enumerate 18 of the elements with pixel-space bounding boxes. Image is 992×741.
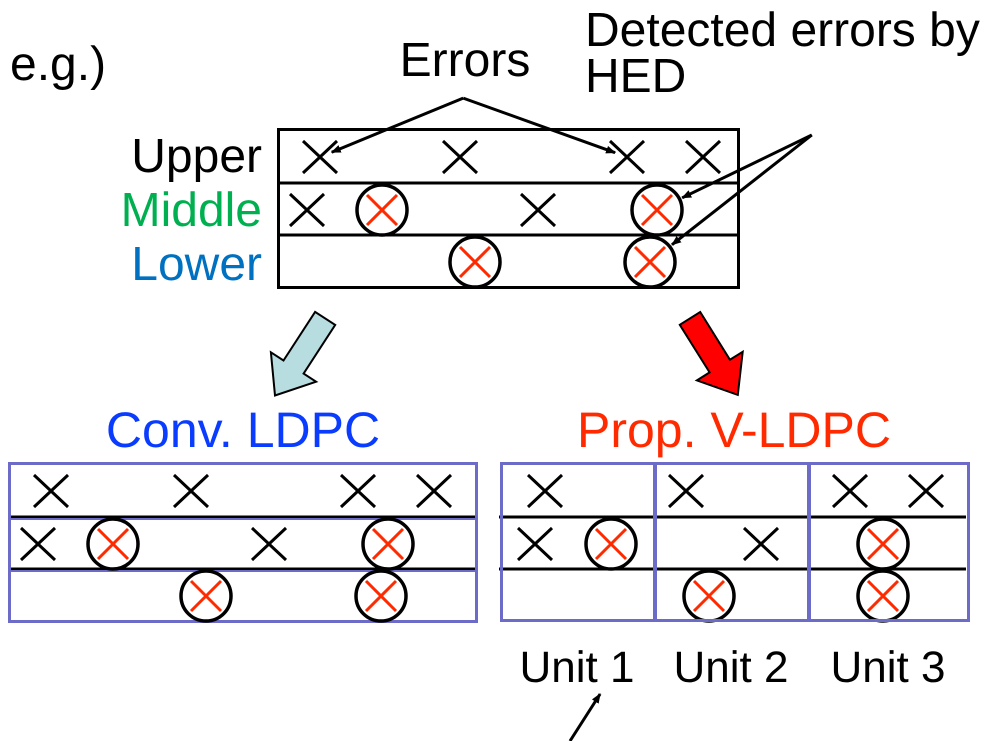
grid-heading: Prop. V-LDPC <box>576 402 892 458</box>
leader-arrow <box>671 134 813 246</box>
unit-label: Unit 2 <box>672 644 790 692</box>
arrow <box>568 693 602 741</box>
example-label: e.g.) <box>10 38 108 92</box>
unit-label: Unit 3 <box>830 644 946 692</box>
leader-arrow <box>330 96 464 154</box>
unit-label: Unit 1 <box>518 644 636 692</box>
block-arrow <box>678 310 744 396</box>
leader-arrow <box>462 96 616 154</box>
grid-heading: Conv. LDPC <box>104 402 382 458</box>
block-arrow <box>270 310 337 397</box>
callout-text: Errors <box>398 38 532 84</box>
row-label: Upper <box>130 130 262 184</box>
row-label: Middle <box>120 184 262 238</box>
row-label: Lower <box>130 238 262 292</box>
leader-arrow <box>681 134 812 200</box>
callout-text: Detected errors by HED <box>585 8 981 100</box>
